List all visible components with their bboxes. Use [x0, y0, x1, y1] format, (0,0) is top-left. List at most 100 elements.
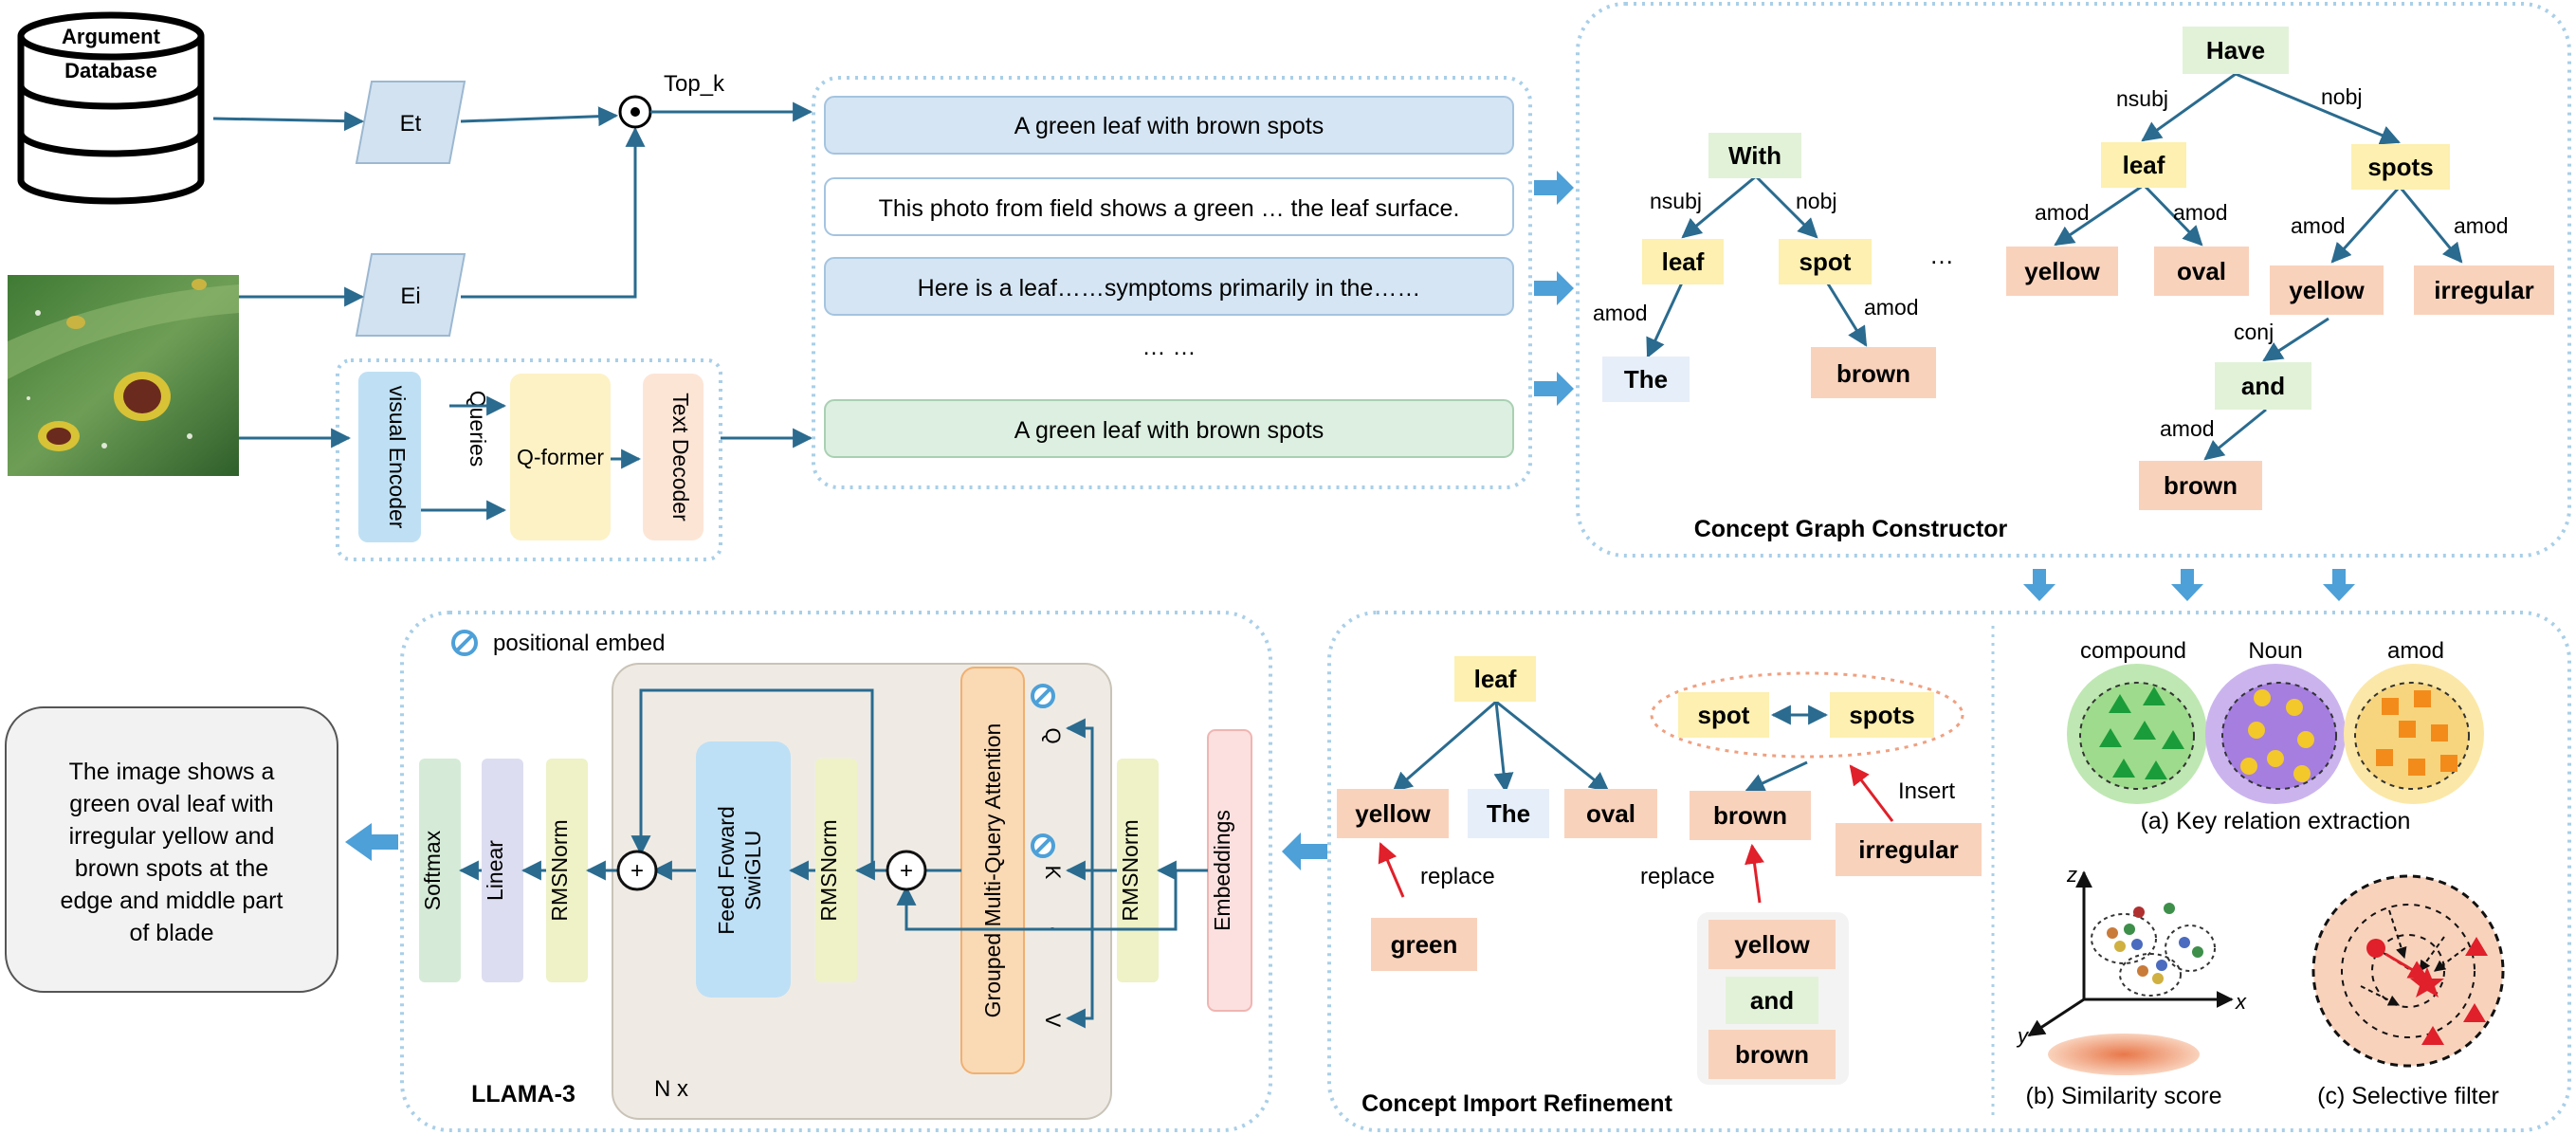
qformer-block: [510, 374, 611, 540]
output-line-1: The image shows a: [69, 759, 275, 785]
refine-and-label: and: [1750, 986, 1794, 1015]
refine-spot-node: [1678, 692, 1769, 738]
axis-y-label: y: [2016, 1024, 2030, 1048]
refine-oval-label: oval: [1586, 799, 1635, 828]
refine-green-node: [1371, 918, 1477, 971]
database-label-2: Database: [64, 59, 157, 82]
refine-leaf-label: leaf: [1474, 665, 1517, 693]
captioner-box: [336, 358, 722, 561]
refine-the-label: The: [1487, 799, 1530, 828]
concept-graph-title: Concept Graph Constructor: [1694, 516, 2008, 542]
refine-brown-node: [1690, 791, 1811, 840]
tree2-edge-amod5: amod: [2160, 416, 2215, 441]
tree2-oval-label: oval: [2177, 257, 2226, 285]
topk-label: Top_k: [664, 71, 725, 97]
tree2-brown-label: brown: [2164, 471, 2238, 500]
refine-brown-label: brown: [1713, 801, 1787, 830]
refine-yellow-label: yellow: [1355, 799, 1431, 828]
text-encoder-label: Et: [400, 111, 422, 137]
tree2-edges: [2054, 72, 2463, 461]
tree2-irregular-label: irregular: [2434, 276, 2534, 304]
tree1-edges: [1646, 174, 1868, 358]
llama-title: LLAMA-3: [471, 1081, 575, 1108]
k-positional-icon: [1031, 833, 1055, 858]
blue-arrow-to-output: [345, 823, 398, 861]
residual-add-2: [616, 850, 658, 891]
relation-caption-b: (b) Similarity score: [2026, 1083, 2222, 1109]
tree2-edge-amod1: amod: [2035, 200, 2090, 225]
relation-caption-c: (c) Selective filter: [2317, 1083, 2499, 1109]
relation-caption-a: (a) Key relation extraction: [2141, 808, 2411, 834]
tree2-oval-node: [2154, 247, 2249, 296]
tree1-edge-amod-left: amod: [1593, 301, 1648, 325]
tree1-the-label: The: [1624, 365, 1668, 394]
refine-replace1-arrow: [1378, 842, 1405, 898]
refine-spots-node: [1830, 692, 1934, 738]
qformer-label: Q-former: [517, 445, 604, 469]
retrieved-item-2-text: This photo from field shows a green … th…: [879, 195, 1460, 222]
arrow-ei-to-dot: [461, 126, 646, 299]
retrieved-item-3-text: Here is a leaf……symptoms primarily in th…: [918, 275, 1421, 302]
compound-triangles: [2099, 686, 2184, 779]
refine-spots-label: spots: [1849, 701, 1914, 729]
refine-oval-node: [1564, 789, 1657, 838]
q-label: Q: [1041, 727, 1065, 743]
tree2-yellow-label: yellow: [2024, 257, 2100, 285]
down-arrow-2: [2171, 569, 2203, 601]
tree1-root-node: [1708, 133, 1801, 178]
visual-encoder-block: [358, 372, 421, 542]
refine-and-node: [1726, 977, 1818, 1024]
llama-flow: [458, 688, 1208, 1029]
dot-product-center: [630, 107, 640, 117]
rmsnorm-out-label: RMSNorm: [547, 819, 572, 921]
similarity-disk: [2048, 1034, 2200, 1075]
text-decoder-label: Text Decoder: [668, 393, 693, 522]
blue-arrow-2: [1534, 271, 1574, 305]
refine-yellow2-label: yellow: [1734, 930, 1810, 959]
output-line-3: irregular yellow and: [69, 823, 275, 850]
embeddings-label: Embeddings: [1210, 810, 1234, 931]
refinement-box: [1327, 611, 2571, 1132]
decoder-block-bg: [612, 663, 1112, 1120]
text-encoder: [355, 81, 466, 164]
tree-ellipsis: …: [1929, 241, 1954, 269]
llama-box: [400, 611, 1272, 1132]
tree2-and-label: and: [2241, 372, 2285, 400]
refine-green-label: green: [1391, 930, 1458, 959]
retrieved-captions-box: [812, 76, 1532, 489]
tree2-irregular-node: [2414, 265, 2554, 315]
database-label: Argument: [62, 25, 161, 48]
tree2-edge-amod2: amod: [2173, 200, 2228, 225]
retrieved-item-1: [824, 96, 1514, 155]
residual-add-1: [886, 850, 927, 891]
rmsnorm-in-block: [1117, 759, 1159, 982]
q-positional-icon: [1031, 684, 1055, 708]
generated-caption: [824, 399, 1514, 458]
refine-spot-label: spot: [1698, 701, 1750, 729]
refine-yellow-node: [1337, 789, 1449, 838]
output-text-box: [5, 706, 338, 993]
image-encoder-label: Ei: [400, 284, 420, 309]
tree2-brown-node: [2139, 461, 2262, 510]
tree2-root-node: [2183, 27, 2289, 74]
tree1-spot-node: [1779, 239, 1872, 284]
blue-arrow-to-llama: [1282, 833, 1327, 870]
tree2-edge-conj: conj: [2234, 320, 2274, 344]
visual-encoder-label: visual Encoder: [385, 386, 410, 529]
output-line-4: brown spots at the: [75, 855, 268, 882]
k-label: K: [1041, 866, 1065, 880]
argument-database-icon: [17, 11, 205, 205]
tree1-root-label: With: [1728, 141, 1781, 170]
filter-red-point: [2366, 939, 2385, 958]
positional-embed-icon: [451, 630, 478, 656]
tree2-edge-nobj: nobj: [2321, 84, 2362, 109]
relation-compound-label: compound: [2080, 638, 2186, 664]
retrieved-item-3: [824, 257, 1514, 316]
tree2-and-node: [2215, 362, 2311, 410]
filter-star: [2410, 967, 2444, 998]
refine-insert-arrow: [1849, 764, 1894, 822]
nx-label: N x: [654, 1076, 688, 1102]
tree1-spot-label: spot: [1800, 247, 1852, 276]
refine-replace2-arrow: [1745, 843, 1764, 904]
filter-red-arrow: [2384, 952, 2429, 980]
